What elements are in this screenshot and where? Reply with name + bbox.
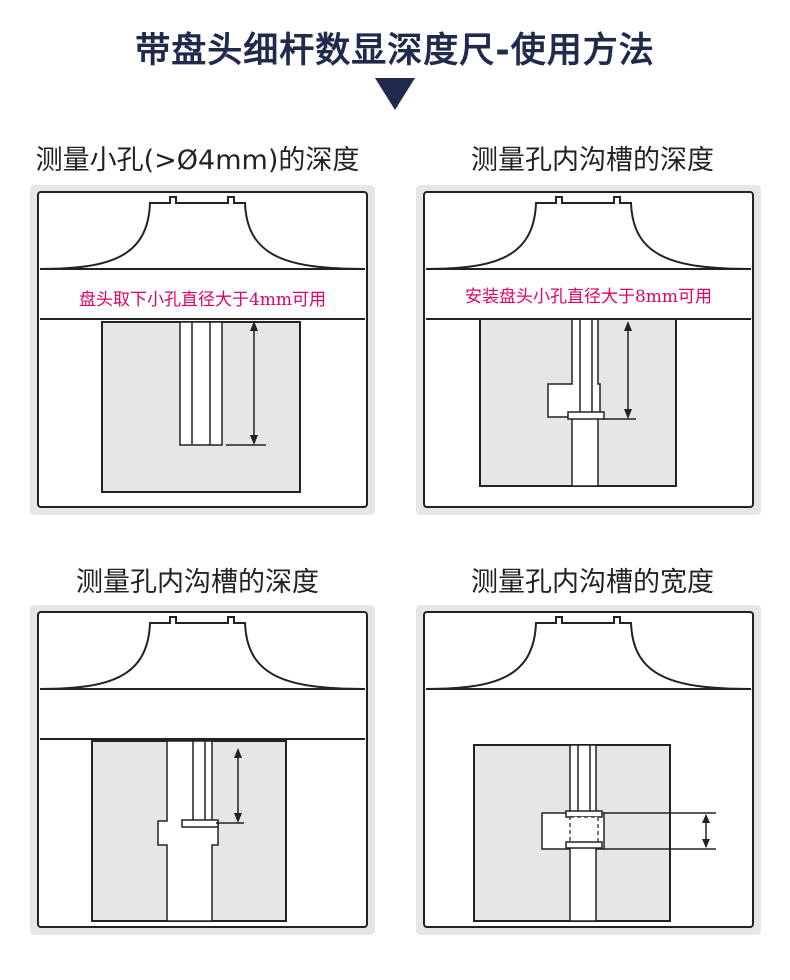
caption-small-hole-depth: 测量小孔(>Ø4mm)的深度: [35, 145, 360, 176]
page-title: 带盘头细杆数显深度尺-使用方法: [135, 31, 655, 71]
diagram-small-hole-depth: 盘头取下小孔直径大于4mm可用: [30, 185, 375, 515]
diagram-groove-width: [416, 605, 761, 935]
down-arrow-icon: [375, 78, 415, 110]
diagram-groove-depth: [30, 605, 375, 935]
caption-groove-depth-2: 测量孔内沟槽的深度: [76, 567, 319, 598]
diagram-groove-depth-with-head: 安装盘头小孔直径大于8mm可用: [416, 185, 761, 515]
note-remove-head: 盘头取下小孔直径大于4mm可用: [78, 290, 327, 310]
caption-groove-width: 测量孔内沟槽的宽度: [471, 567, 714, 598]
caption-groove-depth: 测量孔内沟槽的深度: [471, 145, 714, 176]
note-install-head: 安装盘头小孔直径大于8mm可用: [464, 287, 713, 307]
